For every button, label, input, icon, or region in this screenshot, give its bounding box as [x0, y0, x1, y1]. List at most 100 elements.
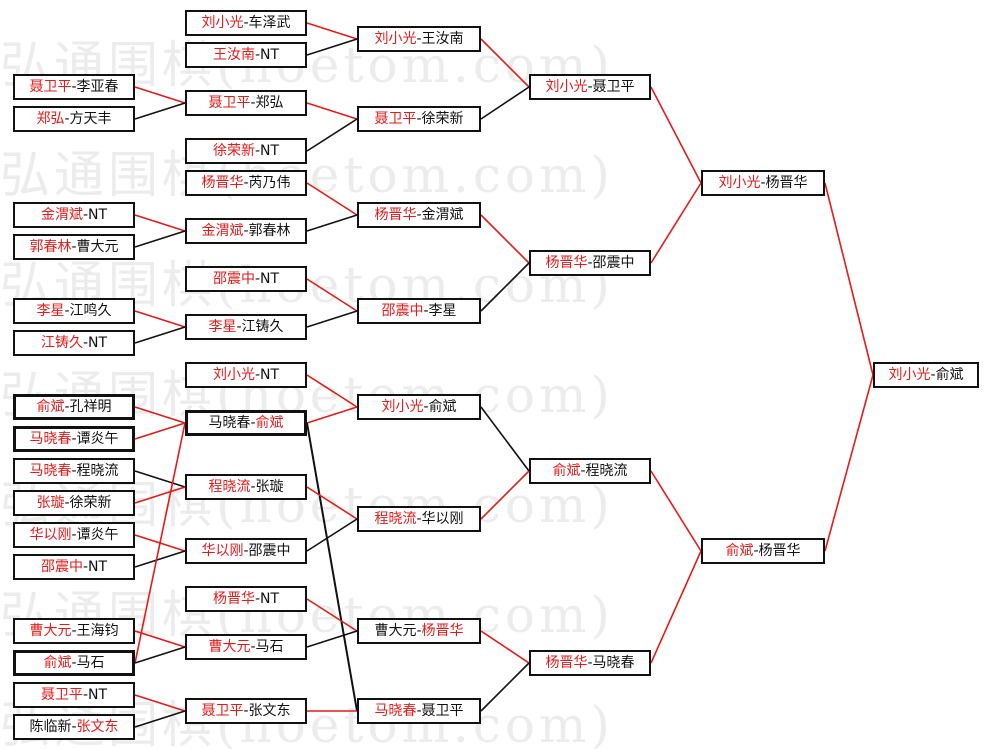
- winner-name: 刘小光: [201, 15, 244, 31]
- separator: -: [82, 335, 89, 351]
- match-box: 杨晋华-马晓春: [529, 650, 651, 676]
- separator: -: [416, 623, 422, 639]
- loser-name: 俞斌: [935, 367, 964, 383]
- winner-name: 聂卫平: [374, 111, 417, 127]
- winner-name: 俞斌: [255, 415, 284, 431]
- separator: -: [71, 719, 77, 735]
- separator: -: [760, 175, 766, 191]
- separator: -: [71, 655, 77, 671]
- match-box: 聂卫平-郑弘: [185, 90, 307, 116]
- bracket-connector-line: [480, 262, 530, 312]
- loser-name: 邵震中: [248, 543, 291, 559]
- match-box: 刘小光-车泽武: [185, 10, 307, 36]
- bracket-connector-line: [306, 310, 358, 328]
- bracket-connector-line: [306, 422, 358, 712]
- bracket-connector-line: [134, 230, 186, 248]
- separator: -: [423, 303, 429, 319]
- winner-name: 江铸久: [40, 335, 83, 351]
- bracket-connector-line: [650, 470, 702, 552]
- winner-name: 徐荣新: [212, 143, 255, 159]
- winner-name: 刘小光: [381, 399, 424, 415]
- loser-name: 聂卫平: [421, 703, 464, 719]
- bracket-connector-line: [134, 86, 186, 104]
- loser-name: 李亚春: [76, 79, 119, 95]
- match-box: 聂卫平-张文东: [185, 698, 307, 724]
- loser-name: 江铸久: [241, 319, 284, 335]
- bracket-connector-line: [134, 310, 186, 328]
- separator: -: [254, 143, 261, 159]
- match-box: 聂卫平-李亚春: [13, 74, 135, 100]
- match-box: 王汝南-NT: [185, 42, 307, 68]
- bracket-connector-line: [306, 278, 358, 312]
- match-box: 杨晋华-NT: [185, 586, 307, 612]
- loser-name: NT: [260, 143, 280, 159]
- match-box: 郑弘-方天丰: [13, 106, 135, 132]
- bracket-connector-line: [480, 86, 530, 120]
- winner-name: 杨晋华: [545, 655, 588, 671]
- separator: -: [416, 111, 422, 127]
- match-box: 聂卫平-徐荣新: [357, 106, 481, 132]
- separator: -: [250, 95, 256, 111]
- separator: -: [82, 207, 89, 223]
- loser-name: 郑弘: [255, 95, 284, 111]
- separator: -: [243, 175, 249, 191]
- winner-name: 金渭斌: [40, 207, 83, 223]
- winner-name: 俞斌: [725, 543, 754, 559]
- match-box: 邵震中-NT: [185, 266, 307, 292]
- winner-name: 聂卫平: [201, 703, 244, 719]
- separator: -: [254, 591, 261, 607]
- loser-name: 陈临新: [29, 719, 72, 735]
- separator: -: [753, 543, 759, 559]
- separator: -: [416, 207, 422, 223]
- bracket-connector-line: [306, 598, 358, 632]
- match-box: 俞斌-程晓流: [529, 458, 651, 484]
- loser-name: 张文东: [248, 703, 291, 719]
- winner-name: 刘小光: [888, 367, 931, 383]
- loser-name: 郭春林: [248, 223, 291, 239]
- winner-name: 华以刚: [201, 543, 244, 559]
- match-box: 邵震中-NT: [13, 554, 135, 580]
- match-box: 郭春林-曹大元: [13, 234, 135, 260]
- winner-name: 聂卫平: [40, 687, 83, 703]
- separator: -: [587, 655, 593, 671]
- separator: -: [243, 543, 249, 559]
- separator: -: [930, 367, 936, 383]
- match-box: 李星-江铸久: [185, 314, 307, 340]
- loser-name: 马石: [255, 639, 284, 655]
- match-box: 杨晋华-邵震中: [529, 250, 651, 276]
- match-box: 张璇-徐荣新: [13, 490, 135, 516]
- bracket-connector-line: [306, 630, 358, 648]
- separator: -: [71, 79, 77, 95]
- winner-name: 马晓春: [29, 463, 72, 479]
- winner-name: 聂卫平: [29, 79, 72, 95]
- winner-name: 杨晋华: [212, 591, 255, 607]
- separator: -: [64, 495, 70, 511]
- match-box: 曹大元-杨晋华: [357, 618, 481, 644]
- match-box: 刘小光-聂卫平: [529, 74, 651, 100]
- bracket-connector-line: [134, 326, 186, 344]
- match-box: 杨晋华-芮乃伟: [185, 170, 307, 196]
- separator: -: [580, 463, 586, 479]
- bracket-connector-line: [306, 102, 358, 120]
- loser-name: 马石: [76, 655, 105, 671]
- match-box: 马晓春-程晓流: [13, 458, 135, 484]
- winner-name: 刘小光: [212, 367, 255, 383]
- winner-name: 马晓春: [374, 703, 417, 719]
- bracket-connector-line: [134, 406, 186, 424]
- bracket-connector-line: [306, 214, 358, 232]
- loser-name: 李星: [428, 303, 457, 319]
- match-box: 刘小光-俞斌: [357, 394, 481, 420]
- winner-name: 曹大元: [208, 639, 251, 655]
- winner-name: 杨晋华: [374, 207, 417, 223]
- separator: -: [250, 639, 256, 655]
- bracket-connector-line: [306, 182, 358, 216]
- match-box: 马晓春-俞斌: [185, 410, 307, 436]
- bracket-connector-line: [306, 374, 358, 408]
- match-box: 曹大元-王海钧: [13, 618, 135, 644]
- match-box: 邵震中-李星: [357, 298, 481, 324]
- separator: -: [243, 223, 249, 239]
- bracket-connector-line: [480, 214, 530, 264]
- separator: -: [243, 703, 249, 719]
- winner-name: 李星: [208, 319, 237, 335]
- loser-name: NT: [260, 367, 280, 383]
